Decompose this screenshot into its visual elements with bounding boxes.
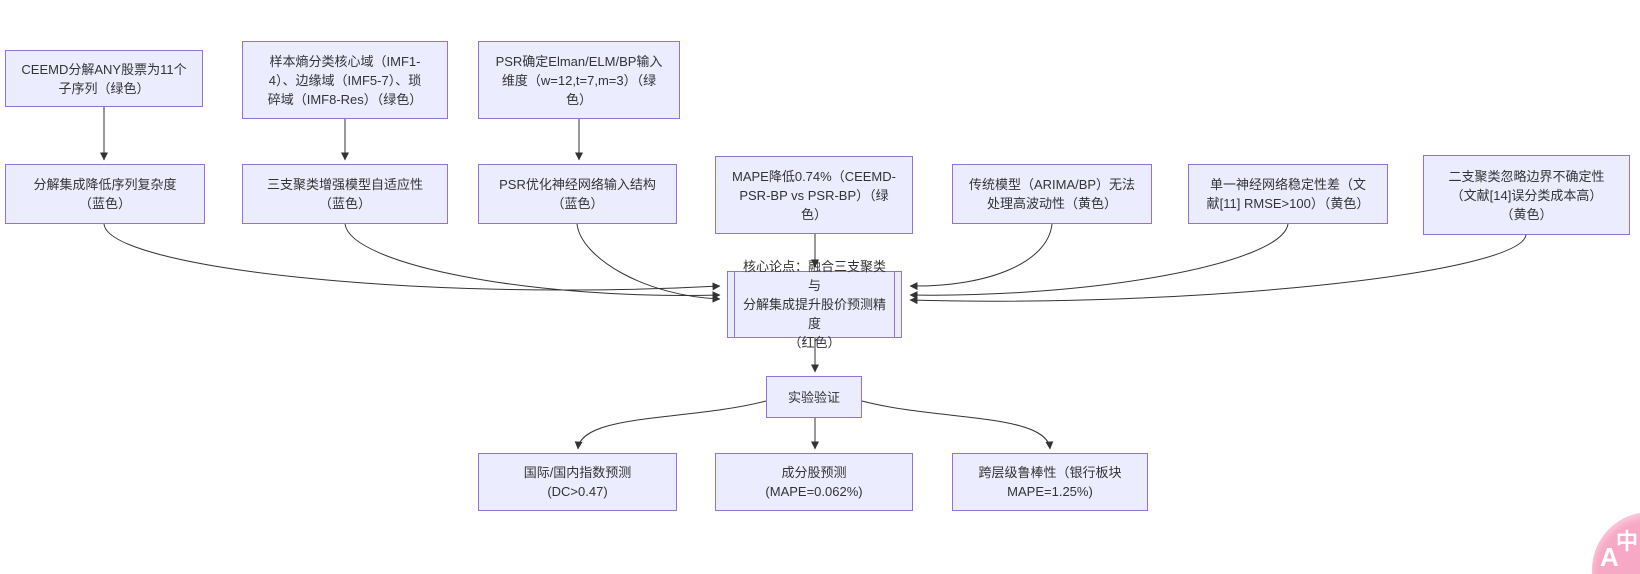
node-two-way-clustering: 二支聚类忽略边界不确定性 （文献[14]误分类成本高） （黄色） [1423,155,1630,235]
node-psr-dimension: PSR确定Elman/ELM/BP输入 维度（w=12,t=7,m=3）（绿 色… [478,41,680,119]
core-thesis-label: 核心论点：融合三支聚类与 分解集成提升股价预测精度 （红色） [742,259,886,350]
edge-traditional-core [909,223,1053,291]
node-single-nn: 单一神经网络稳定性差（文 献[11] RMSE>100）（黄色） [1188,164,1388,224]
node-ceemd: CEEMD分解ANY股票为11个 子序列（绿色） [5,50,203,107]
edge-psropt-core [576,223,721,303]
edge-experiment-robustness [861,400,1054,450]
edge-threeway-core [344,223,721,300]
node-robustness: 跨层级鲁棒性（银行板块 MAPE=1.25%) [952,453,1148,511]
node-stock-prediction: 成分股预测 (MAPE=0.062%) [715,453,913,511]
node-three-way-clustering: 三支聚类增强模型自适应性 （蓝色） [242,164,448,224]
edge-decomp-core [103,223,721,291]
edge-experiment-index [574,400,767,450]
node-experiment-validation: 实验验证 [766,376,862,418]
node-traditional-models: 传统模型（ARIMA/BP）无法 处理高波动性（黄色） [952,164,1152,224]
translate-glyph-a: A [1600,542,1619,572]
node-sample-entropy: 样本熵分类核心域（IMF1- 4）、边缘域（IMF5-7）、琐 碎域（IMF8-… [242,41,448,119]
translate-glyph-zhong: 中 [1616,529,1639,554]
node-decomposition: 分解集成降低序列复杂度 （蓝色） [5,164,205,224]
translate-floating-button[interactable]: 中 A [1592,512,1640,574]
edge-singlenn-core [909,223,1289,300]
edge-twoway-core [909,234,1527,305]
node-core-thesis: 核心论点：融合三支聚类与 分解集成提升股价预测精度 （红色） [727,259,902,350]
subroutine-bar-left [734,272,735,337]
node-index-prediction: 国际/国内指数预测 (DC>0.47) [478,453,677,511]
node-mape-reduction: MAPE降低0.74%（CEEMD- PSR-BP vs PSR-BP）（绿 色… [715,156,913,234]
subroutine-bar-right [894,272,895,337]
node-psr-optimization: PSR优化神经网络输入结构 （蓝色） [478,164,677,224]
